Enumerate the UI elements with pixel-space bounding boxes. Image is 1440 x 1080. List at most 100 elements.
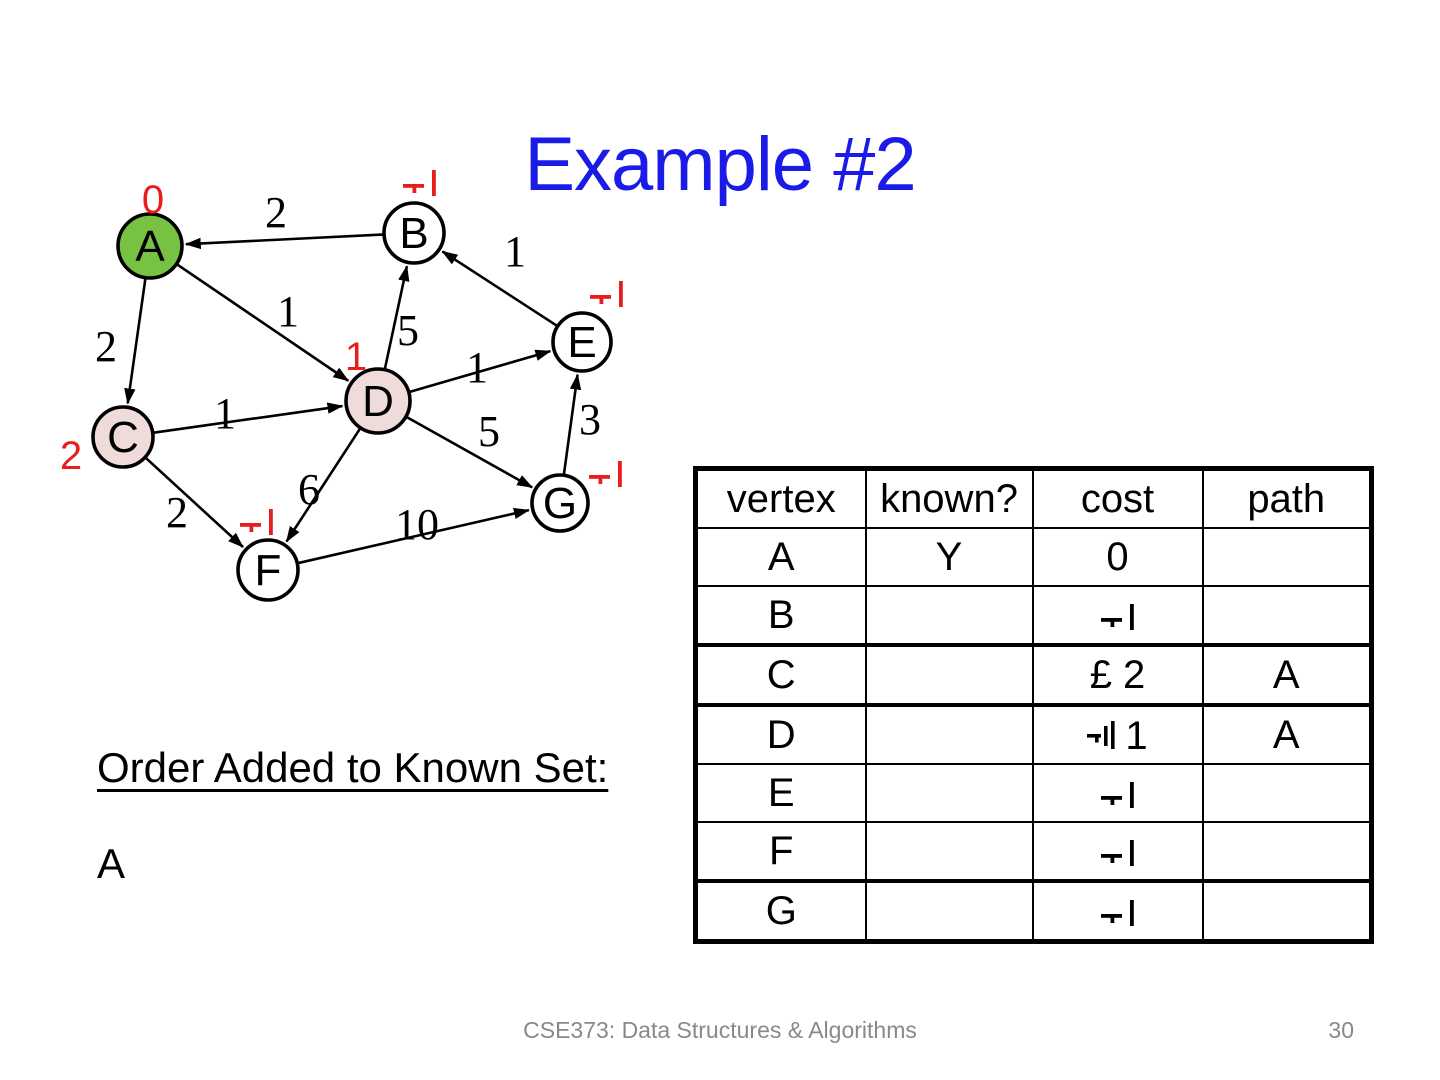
edge-A-D-weight: 1 [277,287,299,336]
cell-G-vertex: G [694,880,867,943]
cell-B-known [864,585,1034,647]
node-A-distance: 0 [142,178,164,222]
edge-A-C-weight: 2 [95,322,117,371]
node-F-circle [236,538,300,602]
node-B-circle [382,201,446,265]
edge-G-E [562,373,582,475]
node-G-distance-infinity-glyph [589,461,622,487]
cell-D-cost: 1 [1031,704,1204,765]
edge-A-C [124,278,147,405]
cell-B-path [1201,585,1373,647]
cell-G-cost-infinity-glyph [1100,899,1134,926]
cell-G-known [864,880,1034,943]
cell-F-cost-infinity-glyph [1100,839,1134,866]
edge-D-F-weight: 6 [298,465,320,514]
node-E-label: E [567,318,596,367]
node-G-label: G [543,479,577,528]
node-B-distance-infinity-glyph [403,170,436,196]
edge-B-A-weight: 2 [265,188,287,237]
edge-D-G [406,415,534,489]
edge-C-F [144,456,244,548]
node-D-label: D [362,377,394,426]
edge-F-G [297,507,530,565]
cell-F-known [864,821,1034,883]
node-D-distance: 1 [345,335,367,379]
column-header-known: known? [864,467,1034,529]
cell-E-cost [1031,763,1204,823]
cell-B-cost-infinity-glyph [1100,603,1134,630]
cell-D-path: A [1201,704,1373,765]
cell-A-cost: 0 [1031,527,1204,587]
column-header-cost: cost [1031,467,1204,529]
node-G-circle [530,473,590,533]
table-row-D: D 1 A [694,704,1373,765]
node-E-circle [551,311,613,373]
page-number: 30 [1328,1017,1354,1043]
table-row-G: G [694,880,1373,943]
node-C-circle [91,405,155,469]
node-C-label: C [107,413,139,462]
cell-B-vertex: B [694,585,867,647]
cell-F-path [1201,821,1373,883]
cell-D-vertex: D [694,704,867,765]
edge-F-G-weight: 10 [395,500,439,549]
column-header-vertex: vertex [694,467,867,529]
node-F-distance-infinity-glyph [240,509,273,535]
order-added-value: A [97,840,126,887]
node-A-label: A [135,222,165,271]
cell-G-path [1201,880,1373,943]
cell-G-cost [1031,880,1204,943]
cell-E-vertex: E [694,763,867,823]
edge-D-B-weight: 5 [397,306,419,355]
cell-D-known [864,704,1034,765]
edge-C-F-weight: 2 [166,488,188,537]
cell-A-path [1201,527,1373,587]
cell-E-path [1201,763,1373,823]
edge-C-D-weight: 1 [214,389,236,438]
node-F-label: F [255,546,282,595]
edge-C-D [153,402,344,434]
cell-F-vertex: F [694,821,867,883]
node-E-distance-infinity-glyph [590,281,623,307]
edge-D-G-weight: 5 [478,407,500,456]
cell-F-cost [1031,821,1204,883]
cell-C-cost: £ 2 [1031,644,1204,707]
node-A-circle [116,212,184,280]
table-row-E: E [694,763,1373,823]
footer-text: CSE373: Data Structures & Algorithms [523,1017,917,1043]
cell-A-known: Y [864,527,1034,587]
cell-C-known [864,644,1034,707]
edge-B-A [184,233,384,250]
edge-D-F [285,427,362,543]
cell-C-path: A [1201,644,1373,707]
cell-A-vertex: A [694,527,867,587]
edge-E-B-weight: 1 [504,227,526,276]
edge-D-E-weight: 1 [466,343,488,392]
column-header-path: path [1201,467,1373,529]
edge-D-E [409,349,552,394]
cell-C-vertex: C [694,644,867,707]
cell-D-cost-infinity-glyph [1087,721,1115,750]
table-row-F: F [694,821,1373,883]
edge-E-B [441,250,558,327]
node-B-label: B [399,209,428,258]
order-added-heading: Order Added to Known Set: [97,744,609,791]
node-D-circle [344,367,412,435]
edge-G-E-weight: 3 [579,395,601,444]
slide-title: Example #2 [524,121,916,207]
edge-D-B [383,265,410,370]
cell-B-cost [1031,585,1204,647]
cell-E-cost-infinity-glyph [1100,781,1134,808]
table-row-B: B [694,585,1373,647]
cell-D-cost-text: 1 [1125,713,1148,758]
cell-E-known [864,763,1034,823]
node-C-distance: 2 [60,434,82,478]
edge-A-D [176,263,350,382]
